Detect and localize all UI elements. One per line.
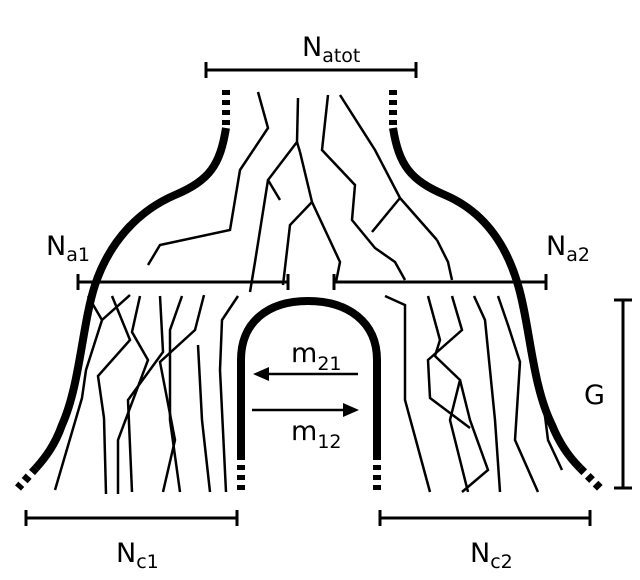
lineage [496, 295, 540, 493]
lineage [168, 295, 184, 493]
lineage [266, 179, 282, 201]
inner-split-arch [237, 296, 381, 492]
lineage [116, 295, 150, 494]
bar-n-c1 [24, 510, 239, 526]
lineage [518, 299, 564, 471]
lineage [53, 295, 104, 491]
lineage [146, 91, 270, 266]
lineage [320, 94, 407, 281]
label-m21: m21 [291, 338, 342, 375]
lineage [218, 295, 240, 493]
lineage [298, 151, 342, 283]
arrow-m12 [252, 403, 359, 417]
ancestral-population-boundary [15, 90, 603, 491]
bar-n-c2 [378, 510, 592, 526]
lineage [158, 294, 206, 493]
label-g: G [584, 380, 605, 411]
label-n-a1: Na1 [46, 231, 90, 266]
lineage [458, 379, 490, 493]
lineage [295, 141, 302, 153]
lineage [248, 97, 300, 293]
lineage [371, 197, 401, 233]
label-n-c1: Nc1 [116, 538, 159, 573]
label-n-a2: Na2 [546, 231, 590, 266]
lineage [435, 239, 454, 281]
label-n-atot: Natot [302, 32, 360, 67]
lineage [126, 295, 165, 493]
bar-n-atot [204, 62, 418, 78]
lineage [96, 295, 132, 495]
genealogy-lineages [53, 91, 564, 495]
size-bars [24, 62, 632, 526]
migration-arrows [252, 367, 359, 417]
lineage [338, 94, 438, 241]
bar-n-a1 [76, 274, 290, 290]
lineage [196, 344, 212, 493]
lineage [426, 295, 470, 493]
arrow-m21 [253, 367, 358, 381]
label-m12: m12 [291, 416, 342, 453]
lineage [384, 294, 432, 493]
lineage [472, 295, 502, 493]
label-n-c2: Nc2 [470, 538, 513, 573]
bar-g-time [614, 298, 632, 490]
lineage [281, 201, 313, 286]
bar-n-a2 [332, 274, 548, 290]
lineage [426, 295, 471, 429]
